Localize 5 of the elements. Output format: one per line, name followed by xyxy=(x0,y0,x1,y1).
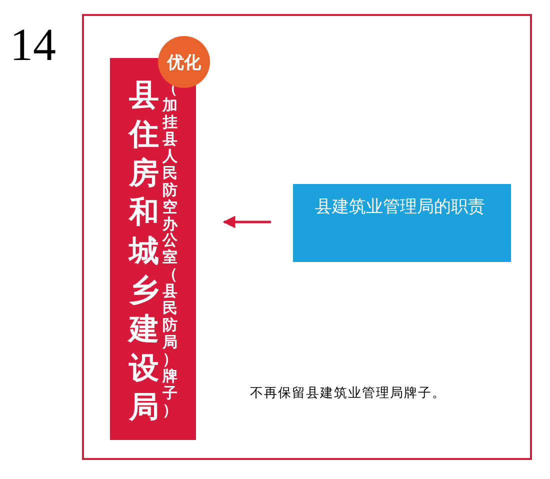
duty-box: 县建筑业管理局的职责 xyxy=(293,184,511,262)
arrow xyxy=(222,216,271,228)
note-text: 不再保留县建筑业管理局牌子。 xyxy=(250,385,446,402)
panel-number: 14 xyxy=(10,22,56,68)
agency-name: 县住房和城乡建设局 xyxy=(128,77,160,427)
